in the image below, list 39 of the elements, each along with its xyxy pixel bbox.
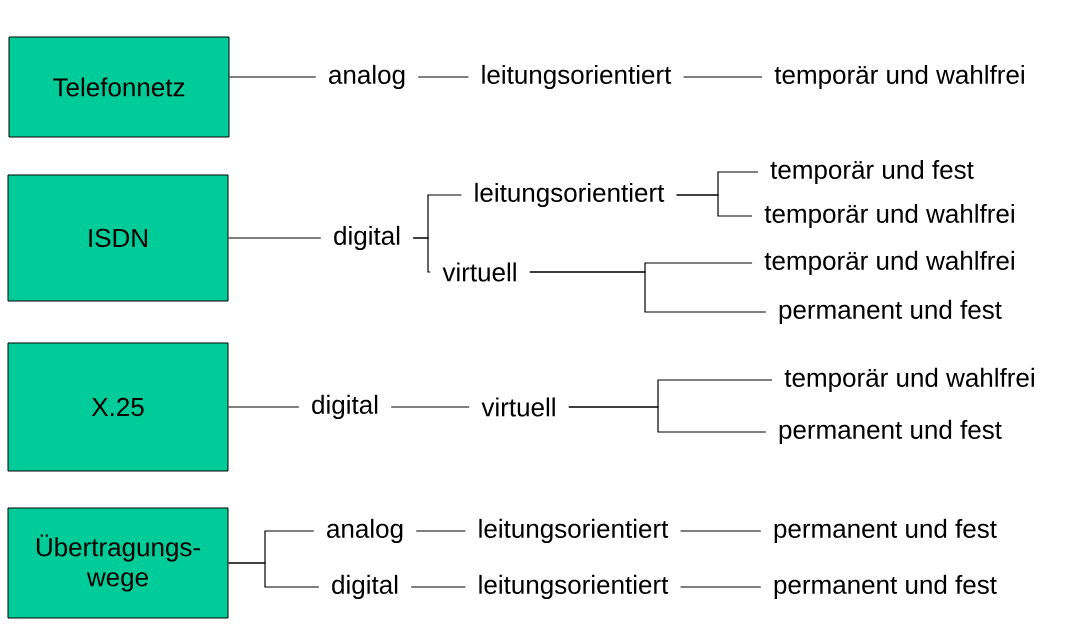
connector-line — [415, 530, 467, 532]
category-label: temporär und fest — [770, 159, 974, 185]
category-label: leitungsorientiert — [475, 182, 665, 208]
connector-line — [680, 530, 762, 532]
category-label: leitungsorientiert — [479, 518, 669, 544]
category-label: permanent und fest — [779, 419, 1002, 445]
category-label: permanent und fest — [774, 574, 997, 600]
connector-line — [410, 586, 467, 588]
connector-line — [676, 194, 753, 217]
category-label: virtuell — [442, 262, 516, 282]
category-label: temporär und wahlfrei — [784, 367, 1034, 393]
category-label: permanent und fest — [779, 299, 1002, 325]
network-box: Übertragungs- wege — [7, 507, 229, 619]
category-label: leitungsorientiert — [482, 64, 672, 90]
connector-line — [228, 76, 317, 78]
network-box: X.25 — [7, 342, 229, 472]
network-box: ISDN — [7, 174, 229, 302]
connector-line — [680, 586, 762, 588]
category-label: analog — [329, 64, 405, 90]
connector-line — [227, 562, 320, 588]
category-label: leitungsorientiert — [479, 574, 669, 600]
category-label: temporär und wahlfrei — [764, 203, 1014, 229]
category-label: digital — [312, 394, 378, 420]
category-label: analog — [327, 518, 403, 544]
connector-line — [412, 237, 431, 273]
connector-line — [227, 406, 300, 408]
category-label: temporär und wahlfrei — [764, 250, 1014, 276]
connector-line — [417, 76, 470, 78]
category-label: digital — [334, 225, 400, 251]
connector-line — [529, 271, 767, 313]
connector-line — [683, 76, 763, 78]
network-box: Telefonnetz — [8, 36, 230, 138]
connector-line — [227, 237, 322, 239]
category-label: virtuell — [481, 397, 555, 417]
category-label: digital — [332, 574, 398, 600]
category-label: temporär und wahlfrei — [774, 64, 1024, 90]
category-label: permanent und fest — [774, 518, 997, 544]
connector-line — [568, 406, 767, 433]
connector-line — [390, 406, 470, 408]
